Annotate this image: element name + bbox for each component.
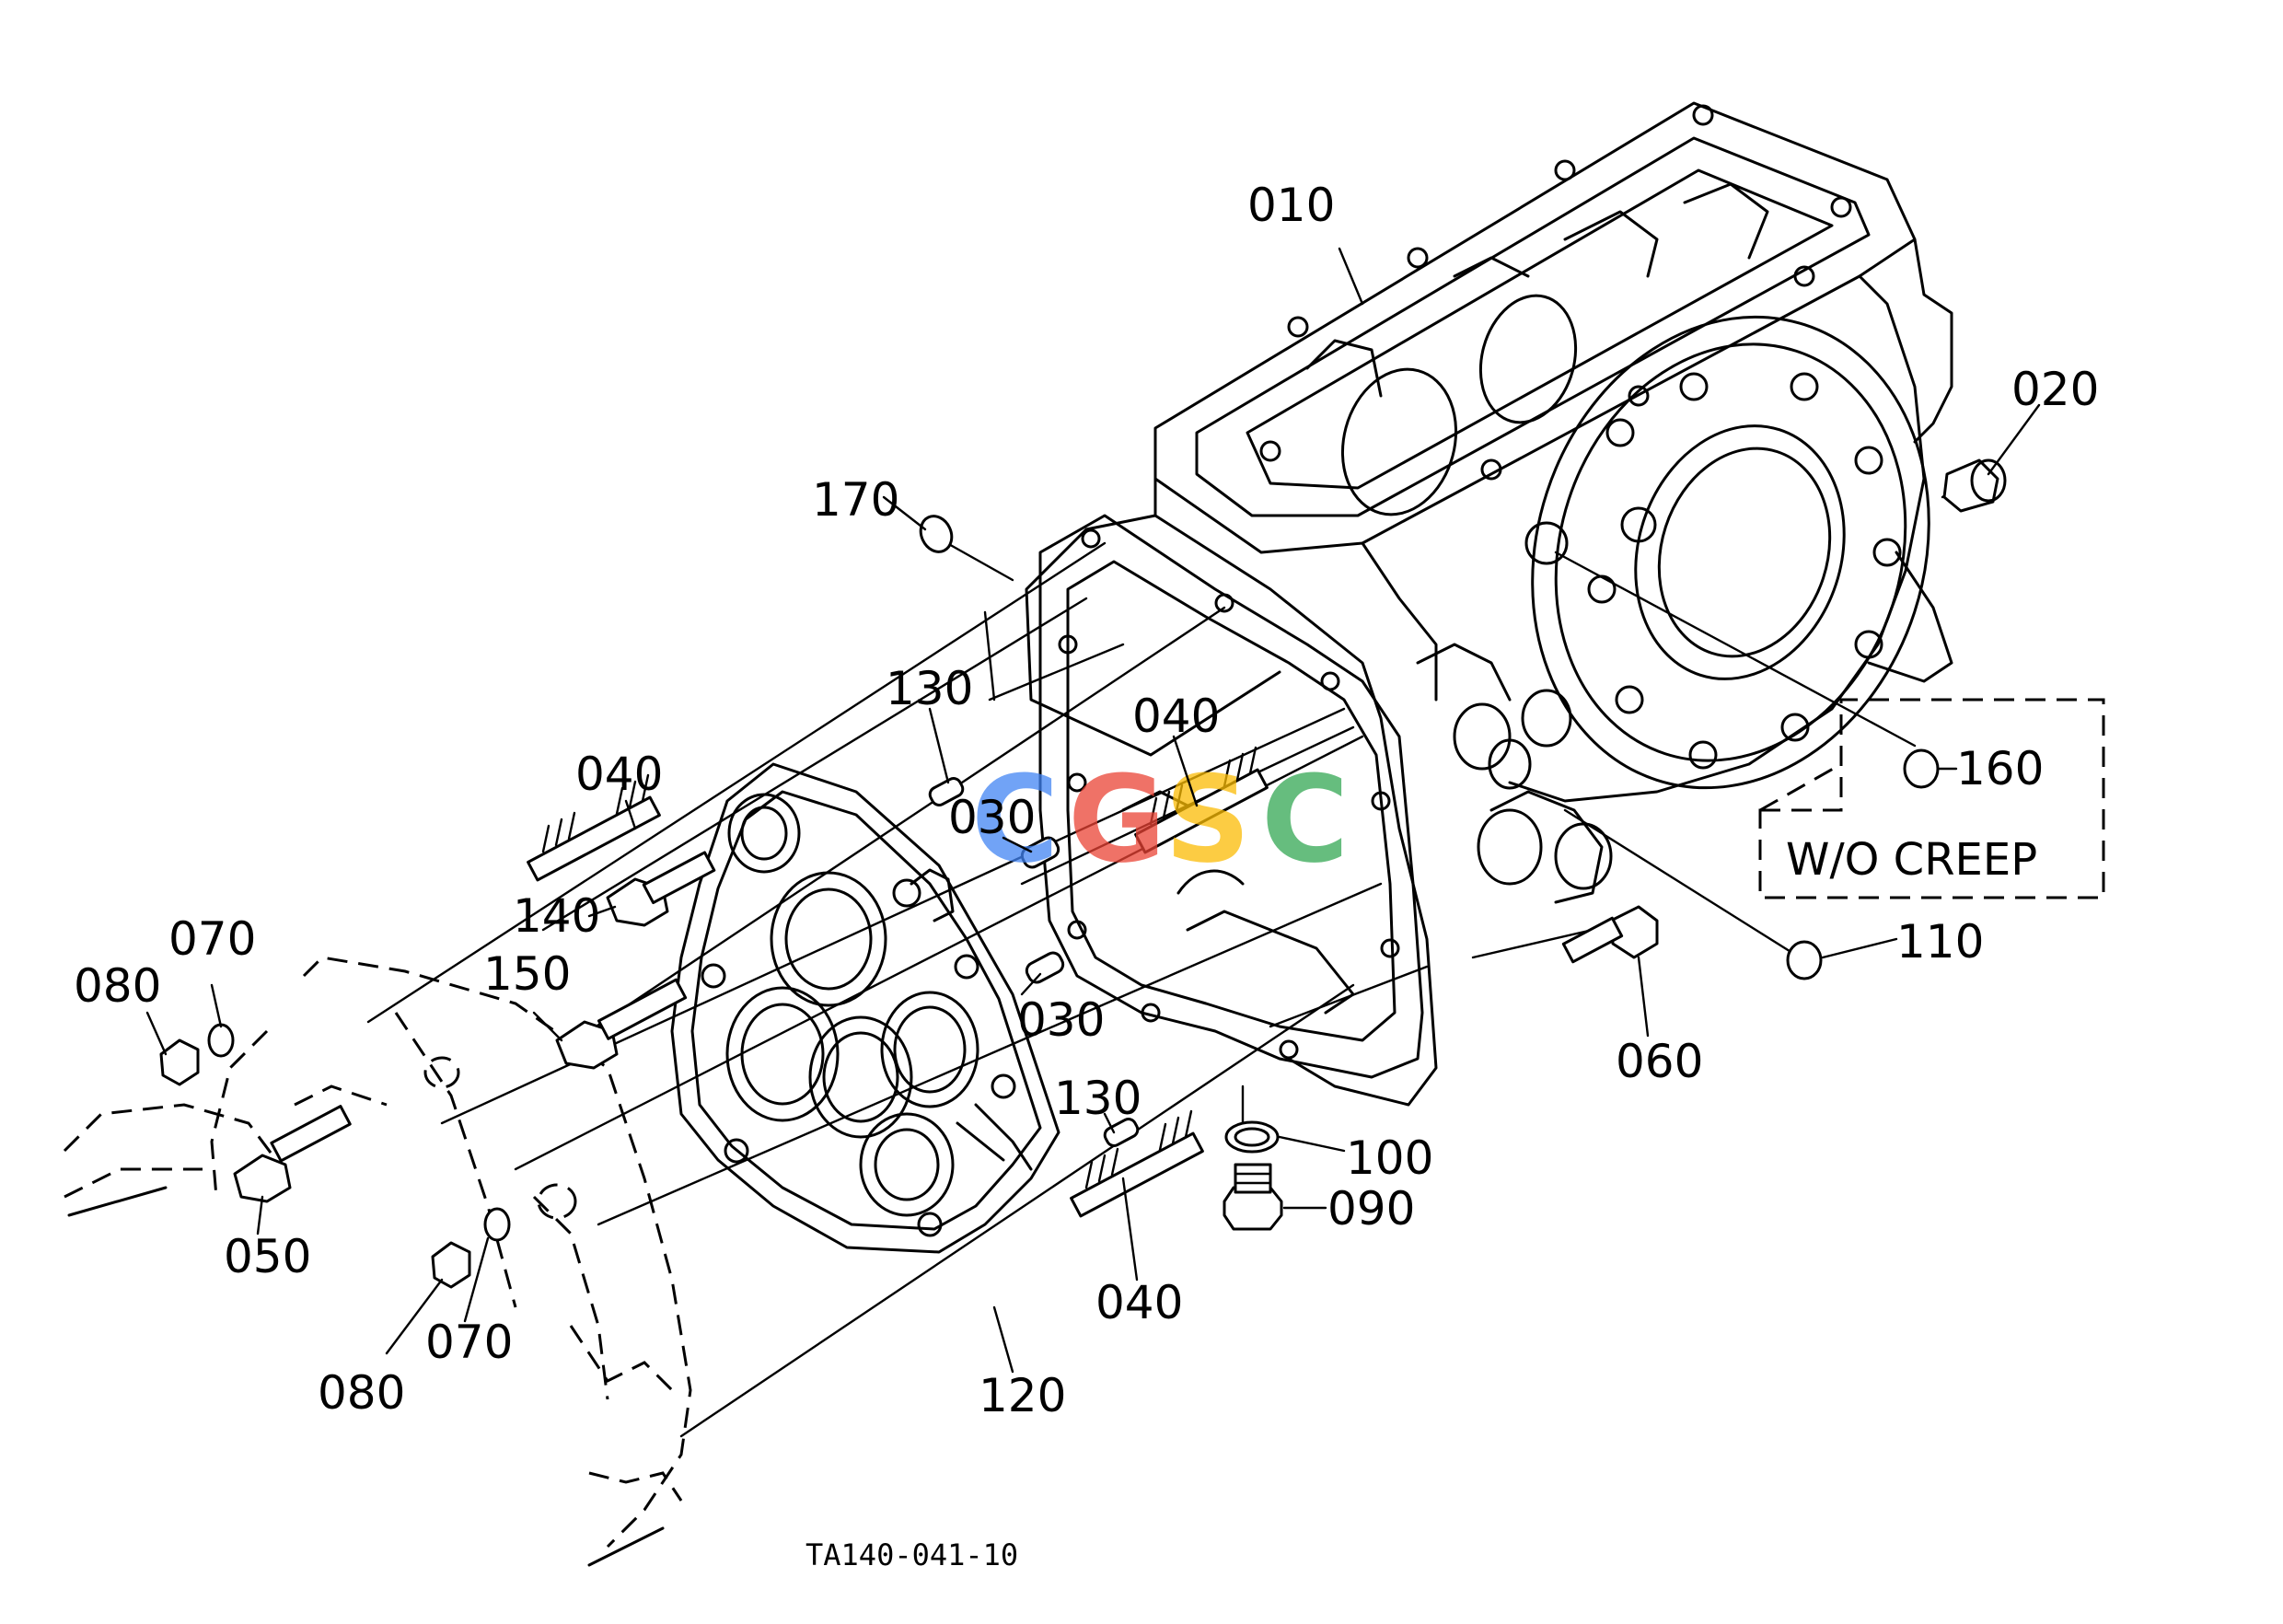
callout-030-upper: 030 [948,791,1036,844]
watermark-letter-g: G [1068,749,1166,889]
callout-040-left: 040 [575,748,663,801]
callout-110: 110 [1896,915,1984,969]
callout-090: 090 [1327,1182,1415,1235]
watermark-letter-c2: C [1261,749,1349,889]
callout-140: 140 [513,889,600,943]
callout-080-lower: 080 [318,1366,405,1420]
wo-creep-box: W/O CREEP [1758,698,2105,899]
callout-070-lower: 070 [425,1316,513,1369]
callout-070-upper: 070 [168,912,256,966]
callout-080-upper: 080 [74,959,161,1013]
callout-010: 010 [1247,179,1335,232]
callout-160: 160 [1956,742,2044,795]
front-housing-phantom [63,956,692,1567]
watermark-letter-s: S [1165,749,1251,889]
callout-040-center: 040 [1132,690,1220,743]
callout-130-upper: 130 [886,662,973,715]
callout-130-lower: 130 [1054,1072,1142,1125]
callout-060: 060 [1616,1035,1703,1088]
small-parts [159,458,2007,1289]
callout-leaders [145,247,2041,1374]
callout-120: 120 [979,1369,1066,1422]
callout-020: 020 [2011,363,2099,416]
transmission-case [1025,101,1953,1107]
drawing-code: TA140-041-10 [805,1537,1018,1572]
watermark-letter-c1: C [971,749,1059,889]
callout-150: 150 [483,947,571,1001]
watermark: C G S C [971,749,1349,889]
callout-labels: 010 020 170 130 040 030 040 140 070 080 … [74,179,2099,1422]
callout-040-lower: 040 [1095,1276,1183,1329]
mid-case [670,762,1060,1254]
callout-050: 050 [224,1230,311,1283]
callout-030-lower: 030 [1017,993,1105,1047]
note-wo-creep: W/O CREEP [1786,834,2037,886]
callout-170: 170 [812,473,899,527]
callout-100: 100 [1346,1131,1433,1185]
